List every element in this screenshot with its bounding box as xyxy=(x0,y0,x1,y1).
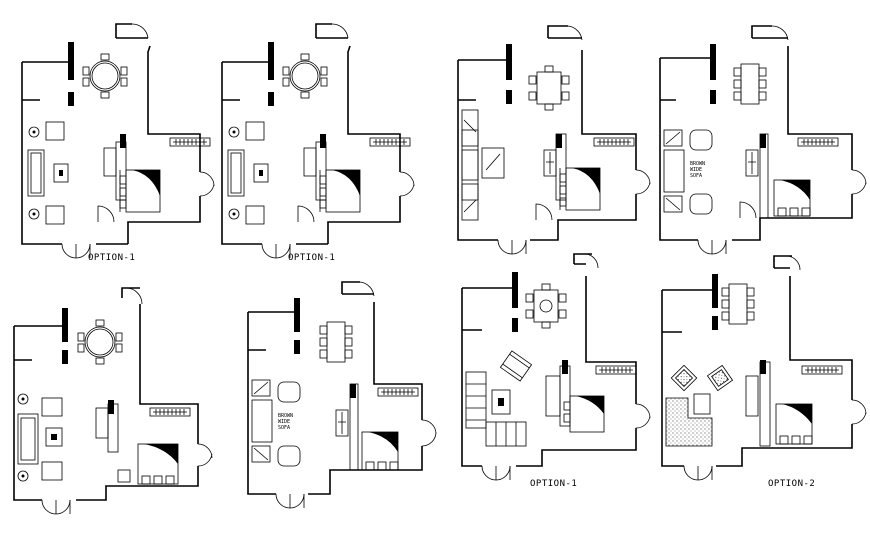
floor-plan-4: BROWN WIDE SOFA xyxy=(659,25,867,255)
sofa-note-3: SOFA xyxy=(690,173,702,179)
floor-plan-2: OPTION-1 xyxy=(221,23,415,263)
plan-1-label: OPTION-1 xyxy=(88,253,135,263)
plan-8-label: OPTION-2 xyxy=(768,479,815,489)
floor-plan-1: OPTION-1 xyxy=(21,23,215,263)
plan-7-label: OPTION-1 xyxy=(530,479,577,489)
floor-plan-6: BROWN WIDE SOFA xyxy=(247,281,437,509)
sofa-note-4: BROWN xyxy=(278,413,293,419)
sofa-note-6: SOFA xyxy=(278,425,290,431)
sofa-note-5: WIDE xyxy=(278,419,290,425)
plan-2-label: OPTION-1 xyxy=(288,253,335,263)
floor-plan-8: OPTION-2 xyxy=(661,255,867,489)
floor-plan-3 xyxy=(457,25,651,255)
floor-plan-5 xyxy=(13,287,213,515)
sofa-note-1: BROWN xyxy=(690,161,705,167)
sofa-note-2: WIDE xyxy=(690,167,702,173)
floor-plan-7: OPTION-1 xyxy=(461,253,651,489)
